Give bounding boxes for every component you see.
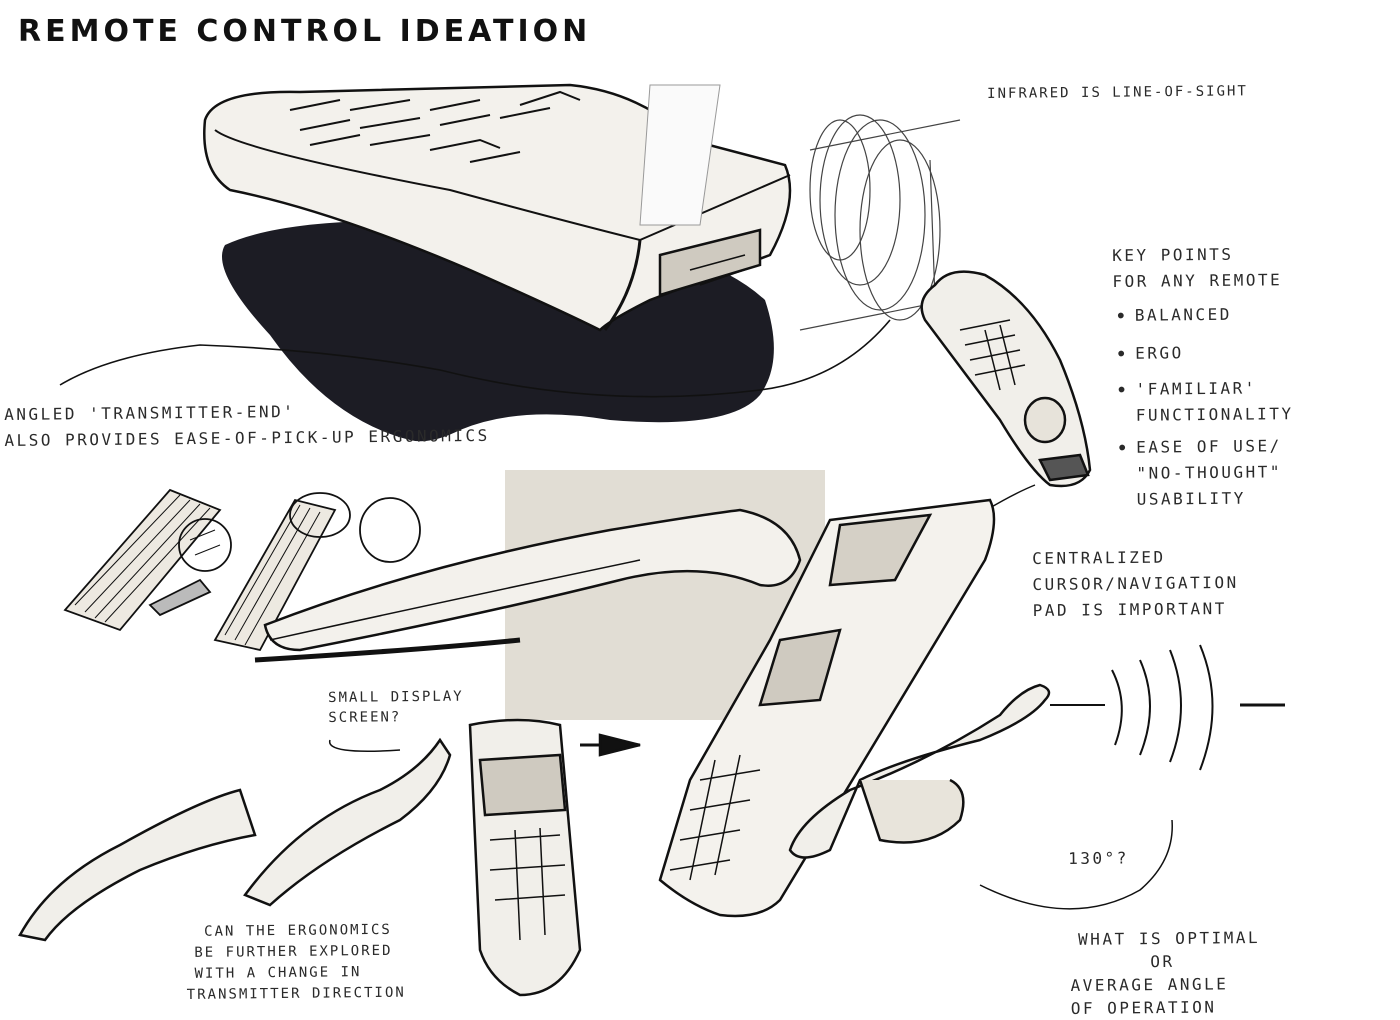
key-point-item: 'FAMILIAR' FUNCTIONALITY: [1113, 375, 1306, 429]
can-ergonomics-line-3: WITH A CHANGE IN: [194, 964, 362, 982]
centralized-line-2: CURSOR/NAVIGATION: [1032, 572, 1239, 594]
can-ergonomics-line-1: CAN THE ERGONOMICS: [204, 921, 392, 940]
remote-sketch-side-profile: [254, 508, 802, 663]
remote-sketch-tall: [658, 498, 996, 918]
key-point-item: BALANCED: [1113, 301, 1310, 329]
remote-sketch-hand-held: [788, 683, 1051, 859]
screen-leader-line: [329, 739, 401, 752]
angled-leader-line: [59, 319, 891, 398]
optimal-line-1: WHAT IS OPTIMAL: [1078, 928, 1261, 949]
key-points-heading-2: FOR ANY REMOTE: [1112, 270, 1283, 291]
small-display-line-2: SCREEN?: [328, 709, 402, 726]
note-small-display: SMALL DISPLAY SCREEN?: [328, 687, 464, 728]
angled-line-2: ALSO PROVIDES EASE-OF-PICK-UP ERGONOMICS: [4, 425, 490, 450]
note-angle-value: 130°?: [1068, 848, 1129, 868]
centralized-line-1: CENTRALIZED: [1032, 547, 1166, 568]
note-can-ergonomics: CAN THE ERGONOMICS BE FURTHER EXPLORED W…: [186, 920, 406, 1006]
note-optimal-angle: WHAT IS OPTIMAL OR AVERAGE ANGLE OF OPER…: [1070, 926, 1261, 1020]
remote-sketch-handheld: [920, 270, 1092, 488]
transmitter-detail-sketches: [63, 488, 421, 652]
operation-angle-arc: [979, 819, 1173, 910]
key-point-item: ERGO: [1113, 339, 1310, 367]
key-points-list: BALANCED ERGO 'FAMILIAR' FUNCTIONALITY E…: [1113, 301, 1312, 513]
small-display-line-1: SMALL DISPLAY: [328, 688, 464, 706]
remote-sketch-perspective: [203, 83, 792, 442]
note-centralized-cursor: CENTRALIZED CURSOR/NAVIGATION PAD IS IMP…: [1032, 544, 1239, 624]
ergonomics-sketches: [18, 718, 641, 997]
key-point-item: EASE OF USE/ "NO-THOUGHT" USABILITY: [1114, 433, 1312, 513]
note-infrared: INFRARED IS LINE-OF-SIGHT: [987, 83, 1248, 102]
optimal-line-2: OR: [1150, 951, 1175, 972]
note-key-points: KEY POINTS FOR ANY REMOTE BALANCED ERGO …: [1112, 241, 1312, 513]
key-points-heading-1: KEY POINTS: [1112, 244, 1234, 265]
centralized-line-3: PAD IS IMPORTANT: [1032, 598, 1227, 620]
can-ergonomics-line-4: TRANSMITTER DIRECTION: [186, 984, 406, 1003]
can-ergonomics-line-2: BE FURTHER EXPLORED: [194, 942, 393, 961]
infrared-waves: [799, 114, 961, 331]
page-title: REMOTE CONTROL IDEATION: [18, 14, 592, 49]
optimal-line-4: OF OPERATION: [1070, 997, 1217, 1018]
transmit-waves: [1050, 644, 1285, 771]
note-angled-transmitter: ANGLED 'TRANSMITTER-END' ALSO PROVIDES E…: [4, 397, 490, 454]
optimal-line-3: AVERAGE ANGLE: [1070, 974, 1229, 995]
